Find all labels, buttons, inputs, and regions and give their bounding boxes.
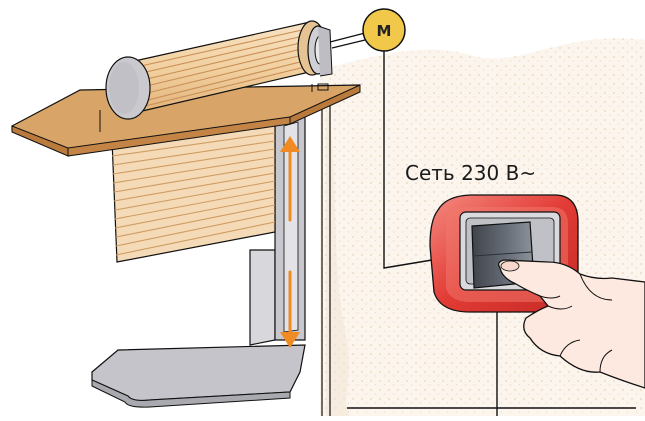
roller-drum <box>129 20 333 113</box>
pressing-hand <box>498 259 645 389</box>
roller-end-cap-shade <box>109 62 139 114</box>
motor-label: M <box>377 22 392 40</box>
mounting-shelf <box>11 83 361 157</box>
shutter-curtain <box>111 117 276 263</box>
supply-label: Сеть 230 В~ <box>405 161 536 185</box>
up-down-arrow-icon <box>280 136 300 348</box>
motor-symbol: M <box>362 8 406 52</box>
window-frame <box>249 92 331 416</box>
window-sill <box>91 344 306 408</box>
motor-axle <box>329 32 366 49</box>
wiring <box>347 51 636 416</box>
